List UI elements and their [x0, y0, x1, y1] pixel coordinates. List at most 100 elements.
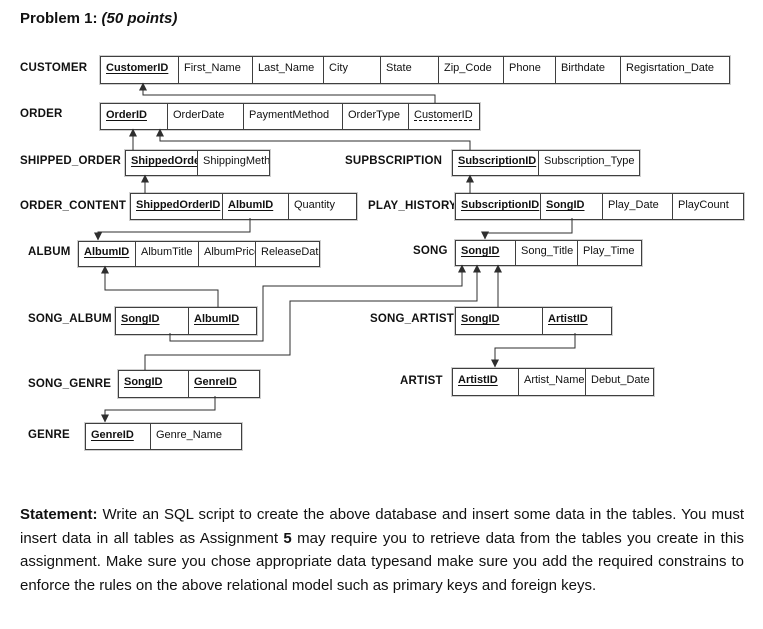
fk-arrow-subscription-to-order — [156, 128, 471, 150]
column-play-history-play_date: Play_Date — [603, 194, 673, 219]
column-customer-birthdate: Birthdate — [556, 57, 621, 83]
column-shipped-order-shippedorderid: ShippedOrderID — [126, 151, 198, 175]
entity-label-customer: CUSTOMER — [20, 62, 88, 74]
fk-arrow-songgenre-genreid-to-genre — [101, 396, 216, 423]
entity-table-song-album: SongID AlbumID — [115, 307, 257, 335]
column-order-content-quantity: Quantity — [289, 194, 356, 219]
column-song-artist-artistid: ArtistID — [543, 308, 611, 334]
column-order-orderdate: OrderDate — [168, 104, 244, 129]
column-album-albumtitle: AlbumTitle — [136, 242, 199, 266]
column-name: State — [386, 62, 412, 74]
column-song-artist-songid: SongID — [456, 308, 543, 334]
fk-arrow-songalbum-albumid-to-album — [101, 265, 219, 307]
column-play-history-subscriptionid: SubscriptionID — [456, 194, 541, 219]
statement-text: Write an SQL script to create the above … — [20, 506, 744, 594]
column-name: SongID — [461, 245, 500, 257]
entity-label-song-genre: SONG_GENRE — [28, 378, 112, 390]
column-name: PlayCount — [678, 199, 729, 211]
column-name: Play_Date — [608, 199, 659, 211]
column-name: Play_Time — [583, 245, 635, 257]
fk-arrow-ordercontent-albumid-to-album — [94, 218, 251, 241]
column-name: First_Name — [184, 62, 241, 74]
column-song-song_title: Song_Title — [516, 241, 578, 265]
column-artist-artist_name: Artist_Name — [519, 369, 586, 395]
entity-table-customer: CustomerID First_Name Last_Name City State Zi… — [100, 56, 730, 84]
column-order-content-shippedorderid: ShippedOrderID — [131, 194, 223, 219]
column-customer-customerid: CustomerID — [101, 57, 179, 83]
column-name: SongID — [124, 376, 163, 388]
entity-table-song-genre: SongID GenreID — [118, 370, 260, 398]
column-name: ArtistID — [548, 313, 588, 325]
column-name: ArtistID — [458, 374, 498, 386]
column-album-albumid: AlbumID — [79, 242, 136, 266]
entity-table-song-artist: SongID ArtistID — [455, 307, 612, 335]
entity-label-supbscription: SUPBSCRIPTION — [345, 155, 443, 167]
column-name: Regisrtation_Date — [626, 62, 715, 74]
title-problem-number: Problem 1: — [20, 10, 98, 27]
column-name: AlbumID — [84, 246, 130, 258]
column-name: AlbumTitle — [141, 246, 193, 258]
column-name: GenreID — [194, 376, 237, 388]
column-name: Debut_Date — [591, 374, 650, 386]
entity-table-album: AlbumID AlbumTitle AlbumPrice ReleaseDate — [78, 241, 320, 267]
column-order-orderid: OrderID — [101, 104, 168, 129]
column-song-songid: SongID — [456, 241, 516, 265]
column-play-history-playcount: PlayCount — [673, 194, 743, 219]
column-name: Artist_Name — [524, 374, 585, 386]
column-customer-city: City — [324, 57, 381, 83]
column-artist-artistid: ArtistID — [453, 369, 519, 395]
fk-arrow-songartist-artistid-to-artist — [491, 333, 576, 368]
column-order-customerid: CustomerID — [409, 104, 479, 129]
entity-label-genre: GENRE — [28, 429, 70, 441]
entity-table-shipped-order: ShippedOrderID ShippingMethod — [125, 150, 270, 176]
column-customer-phone: Phone — [504, 57, 556, 83]
column-name: AlbumID — [194, 313, 240, 325]
column-name: Genre_Name — [156, 429, 223, 441]
column-shipped-order-shippingmethod: ShippingMethod — [198, 151, 269, 175]
entity-label-album: ALBUM — [28, 246, 71, 258]
column-supbscription-subscription_type: Subscription_Type — [539, 151, 639, 175]
column-song-play_time: Play_Time — [578, 241, 641, 265]
statement-text-part: may require you to retrieve data from th… — [20, 529, 745, 594]
column-song-genre-genreid: GenreID — [189, 371, 259, 397]
fk-arrow-playhistory-songid-to-song — [481, 218, 573, 240]
column-supbscription-subscriptionid: SubscriptionID — [453, 151, 539, 175]
page-title: Problem 1:(50 points) — [20, 10, 177, 27]
column-name: SubscriptionID — [458, 155, 537, 167]
entity-table-song: SongID Song_Title Play_Time — [455, 240, 642, 266]
column-name: City — [329, 62, 348, 74]
column-name: CustomerID — [414, 109, 473, 121]
column-name: SongID — [121, 313, 160, 325]
entity-label-play-history: PLAY_HISTORY — [368, 200, 457, 212]
entity-table-genre: GenreID Genre_Name — [85, 423, 242, 450]
column-name: GenreID — [91, 429, 134, 441]
column-customer-first_name: First_Name — [179, 57, 253, 83]
entity-table-order: OrderID OrderDate PaymentMethod OrderType Cu… — [100, 103, 480, 130]
column-name: Last_Name — [258, 62, 315, 74]
column-album-albumprice: AlbumPrice — [199, 242, 256, 266]
column-name: Quantity — [294, 199, 335, 211]
column-genre-genre_name: Genre_Name — [151, 424, 241, 449]
column-name: ShippedOrderID — [131, 155, 197, 167]
column-name: Phone — [509, 62, 541, 74]
entity-label-order-content: ORDER_CONTENT — [20, 200, 127, 212]
column-name: Song_Title — [521, 245, 574, 257]
column-name: PaymentMethod — [249, 109, 330, 121]
statement-text-part: Write an SQL script to create the above … — [20, 506, 744, 547]
column-artist-debut_date: Debut_Date — [586, 369, 653, 395]
column-customer-state: State — [381, 57, 439, 83]
column-order-content-albumid: AlbumID — [223, 194, 289, 219]
column-name: OrderID — [106, 109, 147, 121]
column-name: ShippedOrderID — [136, 199, 221, 211]
column-song-album-songid: SongID — [116, 308, 189, 334]
column-name: SubscriptionID — [461, 199, 540, 211]
column-name: ReleaseDate — [261, 246, 319, 258]
column-album-releasedate: ReleaseDate — [256, 242, 319, 266]
column-name: OrderType — [348, 109, 400, 121]
column-name: Zip_Code — [444, 62, 492, 74]
statement-text-part: 5 — [283, 529, 292, 547]
column-name: ShippingMethod — [203, 155, 269, 167]
column-song-album-albumid: AlbumID — [189, 308, 256, 334]
